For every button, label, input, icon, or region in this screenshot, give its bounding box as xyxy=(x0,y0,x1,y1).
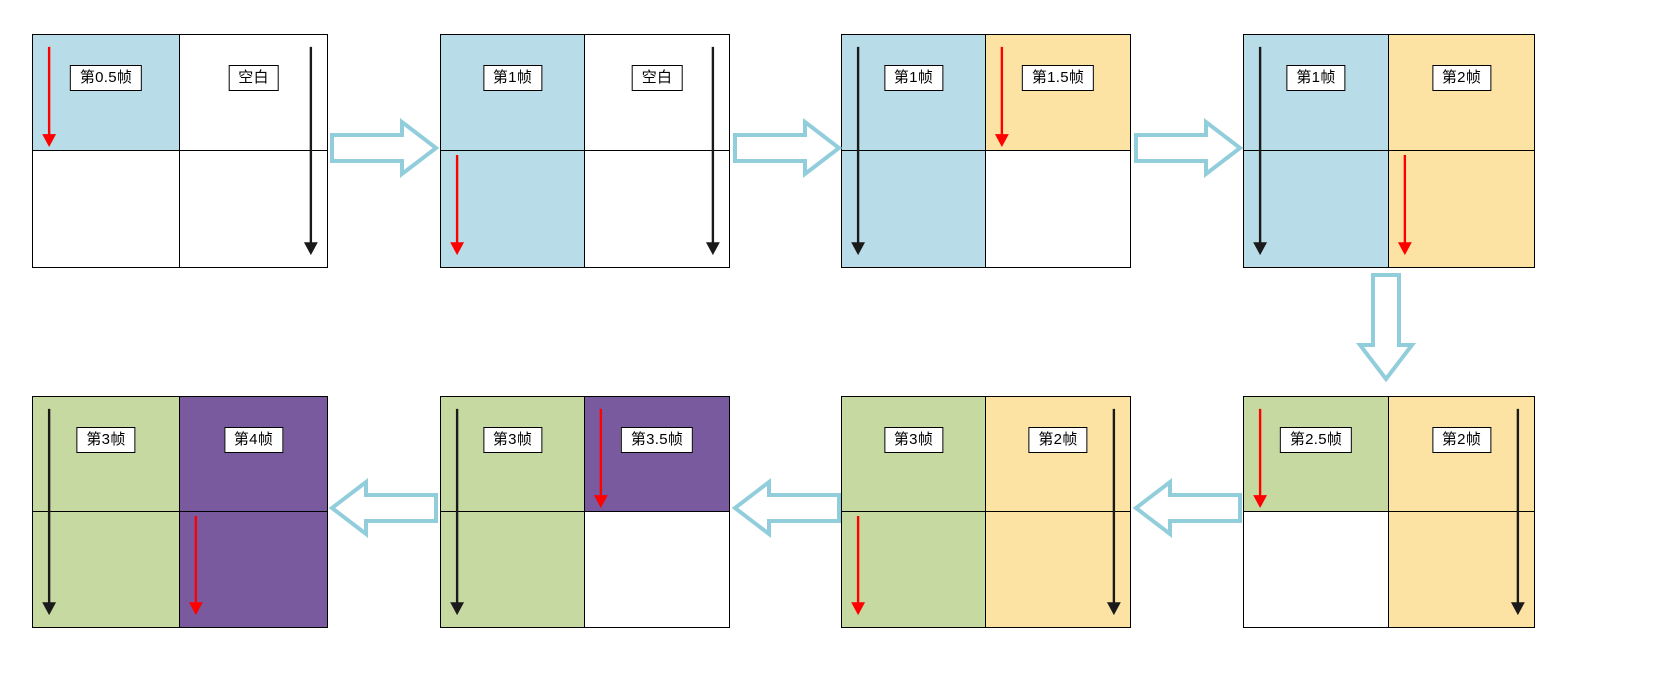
quadrant-left-top: 第1帧 xyxy=(842,35,986,151)
quadrant-right-top: 空白 xyxy=(180,35,327,151)
frame-panel-1: 第0.5帧 空白 xyxy=(32,34,328,268)
frame-label-left: 第1帧 xyxy=(1286,65,1346,92)
quadrant-left-bottom xyxy=(441,151,585,267)
quadrant-left-bottom xyxy=(441,512,585,627)
frame-panel-8: 第3帧 第4帧 xyxy=(32,396,328,628)
frame-panel-7: 第3帧 第3.5帧 xyxy=(440,396,730,628)
frame-label-right: 第4帧 xyxy=(223,427,284,454)
frame-label-left: 第3帧 xyxy=(883,427,944,454)
quadrant-right-top: 第1.5帧 xyxy=(986,35,1130,151)
frame-label-left: 第3帧 xyxy=(482,427,543,454)
quadrant-right-top: 第2帧 xyxy=(986,397,1130,512)
quadrant-right-top: 第2帧 xyxy=(1389,397,1534,512)
flow-arrow-left xyxy=(1132,477,1242,539)
frame-panel-3: 第1帧 第1.5帧 xyxy=(841,34,1131,268)
frame-panel-6: 第3帧 第2帧 xyxy=(841,396,1131,628)
frame-label-right: 第1.5帧 xyxy=(1021,65,1095,92)
quadrant-right-bottom xyxy=(1389,512,1534,627)
quadrant-left-top: 第2.5帧 xyxy=(1244,397,1389,512)
flow-arrow-down xyxy=(1355,273,1417,383)
flow-arrow-left xyxy=(731,477,841,539)
quadrant-right-bottom xyxy=(180,151,327,267)
quadrant-right-bottom xyxy=(986,151,1130,267)
frame-label-left: 第1帧 xyxy=(482,65,543,92)
quadrant-left-top: 第3帧 xyxy=(441,397,585,512)
frame-label-right: 第2帧 xyxy=(1431,427,1492,454)
quadrant-left-top: 第0.5帧 xyxy=(33,35,180,151)
frame-panel-2: 第1帧 空白 xyxy=(440,34,730,268)
quadrant-right-bottom xyxy=(180,512,327,627)
frame-label-left: 第1帧 xyxy=(883,65,944,92)
frame-label-left: 第2.5帧 xyxy=(1279,427,1353,454)
frame-label-left: 第0.5帧 xyxy=(69,65,143,92)
quadrant-left-bottom xyxy=(1244,512,1389,627)
quadrant-left-top: 第3帧 xyxy=(842,397,986,512)
quadrant-right-bottom xyxy=(585,151,729,267)
quadrant-right-bottom xyxy=(1389,151,1534,267)
frame-label-right: 空白 xyxy=(228,65,279,92)
frame-label-right: 空白 xyxy=(631,65,683,92)
quadrant-right-top: 第2帧 xyxy=(1389,35,1534,151)
quadrant-right-top: 第3.5帧 xyxy=(585,397,729,512)
quadrant-left-bottom xyxy=(1244,151,1389,267)
frame-label-left: 第3帧 xyxy=(76,427,136,454)
flow-arrow-left xyxy=(328,477,438,539)
quadrant-right-top: 空白 xyxy=(585,35,729,151)
flow-arrow-right xyxy=(733,117,843,179)
quadrant-left-top: 第1帧 xyxy=(441,35,585,151)
quadrant-right-top: 第4帧 xyxy=(180,397,327,512)
frame-panel-5: 第2.5帧 第2帧 xyxy=(1243,396,1535,628)
quadrant-right-bottom xyxy=(585,512,729,627)
quadrant-right-bottom xyxy=(986,512,1130,627)
quadrant-left-bottom xyxy=(842,151,986,267)
flow-arrow-right xyxy=(330,117,440,179)
quadrant-left-bottom xyxy=(33,151,180,267)
quadrant-left-bottom xyxy=(33,512,180,627)
frame-label-right: 第2帧 xyxy=(1028,427,1088,454)
flow-arrow-right xyxy=(1134,117,1244,179)
quadrant-left-top: 第3帧 xyxy=(33,397,180,512)
frame-panel-4: 第1帧 第2帧 xyxy=(1243,34,1535,268)
frame-label-right: 第3.5帧 xyxy=(620,427,694,454)
quadrant-left-top: 第1帧 xyxy=(1244,35,1389,151)
frame-label-right: 第2帧 xyxy=(1431,65,1492,92)
quadrant-left-bottom xyxy=(842,512,986,627)
